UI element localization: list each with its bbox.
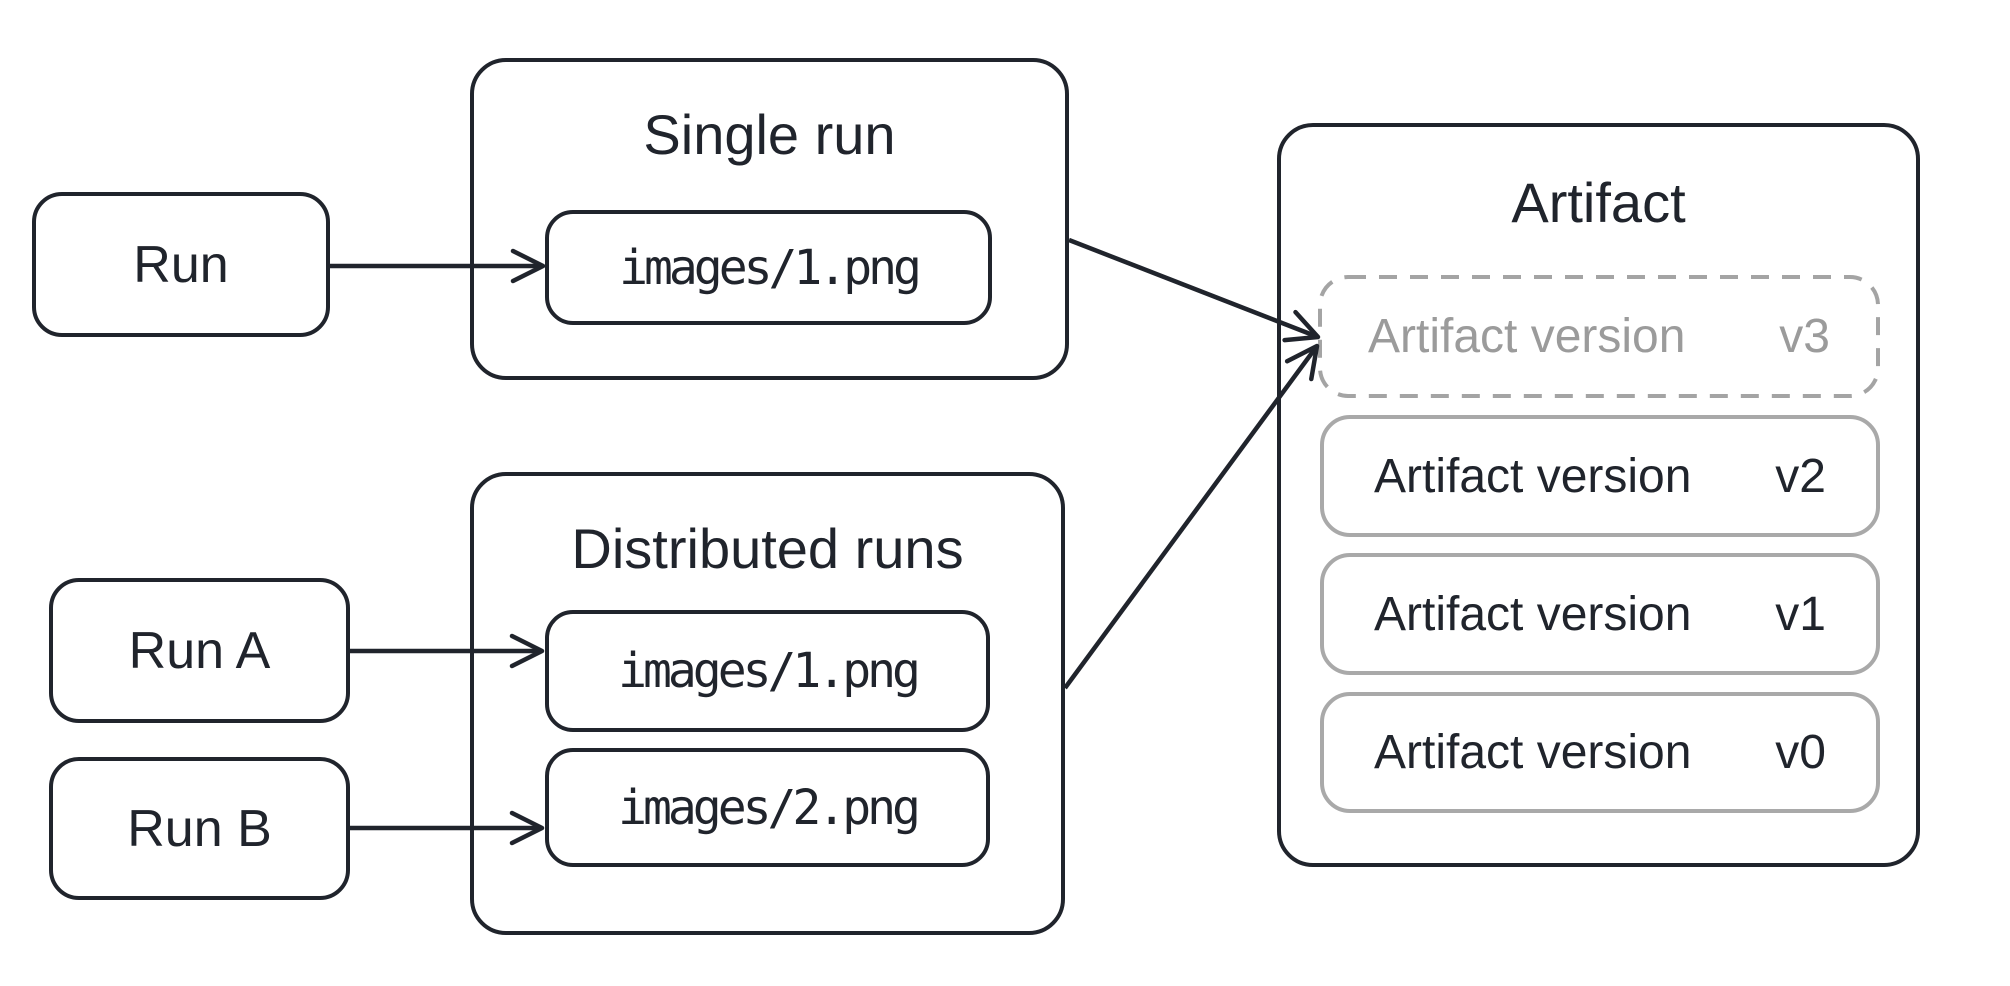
artifact-version-number: v3	[1779, 310, 1830, 363]
artifact-version-row-v0: Artifact version v0	[1320, 692, 1880, 813]
artifact-version-label: Artifact version	[1374, 449, 1692, 503]
distributed-file-label-2: images/2.png	[618, 779, 921, 836]
artifact-version-label: Artifact version	[1374, 726, 1692, 779]
artifact-version-number: v2	[1775, 449, 1826, 503]
distributed-file-label-1: images/1.png	[618, 643, 921, 699]
artifact-version-label: Artifact version	[1374, 587, 1692, 641]
artifact-panel-title: Artifact	[1511, 171, 1686, 234]
single-run-file-node: images/1.png	[545, 210, 992, 325]
distributed-file-node-2: images/2.png	[545, 748, 990, 867]
artifact-version-row-v1: Artifact version v1	[1320, 553, 1880, 675]
single-run-panel-title: Single run	[643, 103, 896, 166]
distributed-runs-panel-title: Distributed runs	[571, 517, 964, 580]
run-b-node: Run B	[49, 757, 350, 900]
artifact-version-row-v3: Artifact version v3	[1318, 275, 1880, 398]
single-run-file-label: images/1.png	[619, 239, 922, 296]
run-a-node: Run A	[49, 578, 350, 723]
run-node: Run	[32, 192, 330, 337]
run-node-label: Run	[133, 235, 229, 294]
distributed-file-node-1: images/1.png	[545, 610, 990, 732]
artifact-version-number: v0	[1775, 726, 1826, 779]
artifact-version-row-v2: Artifact version v2	[1320, 415, 1880, 537]
artifact-version-label: Artifact version	[1368, 310, 1686, 363]
run-a-node-label: Run A	[128, 621, 271, 680]
run-b-node-label: Run B	[127, 799, 272, 858]
artifact-version-number: v1	[1775, 587, 1826, 641]
